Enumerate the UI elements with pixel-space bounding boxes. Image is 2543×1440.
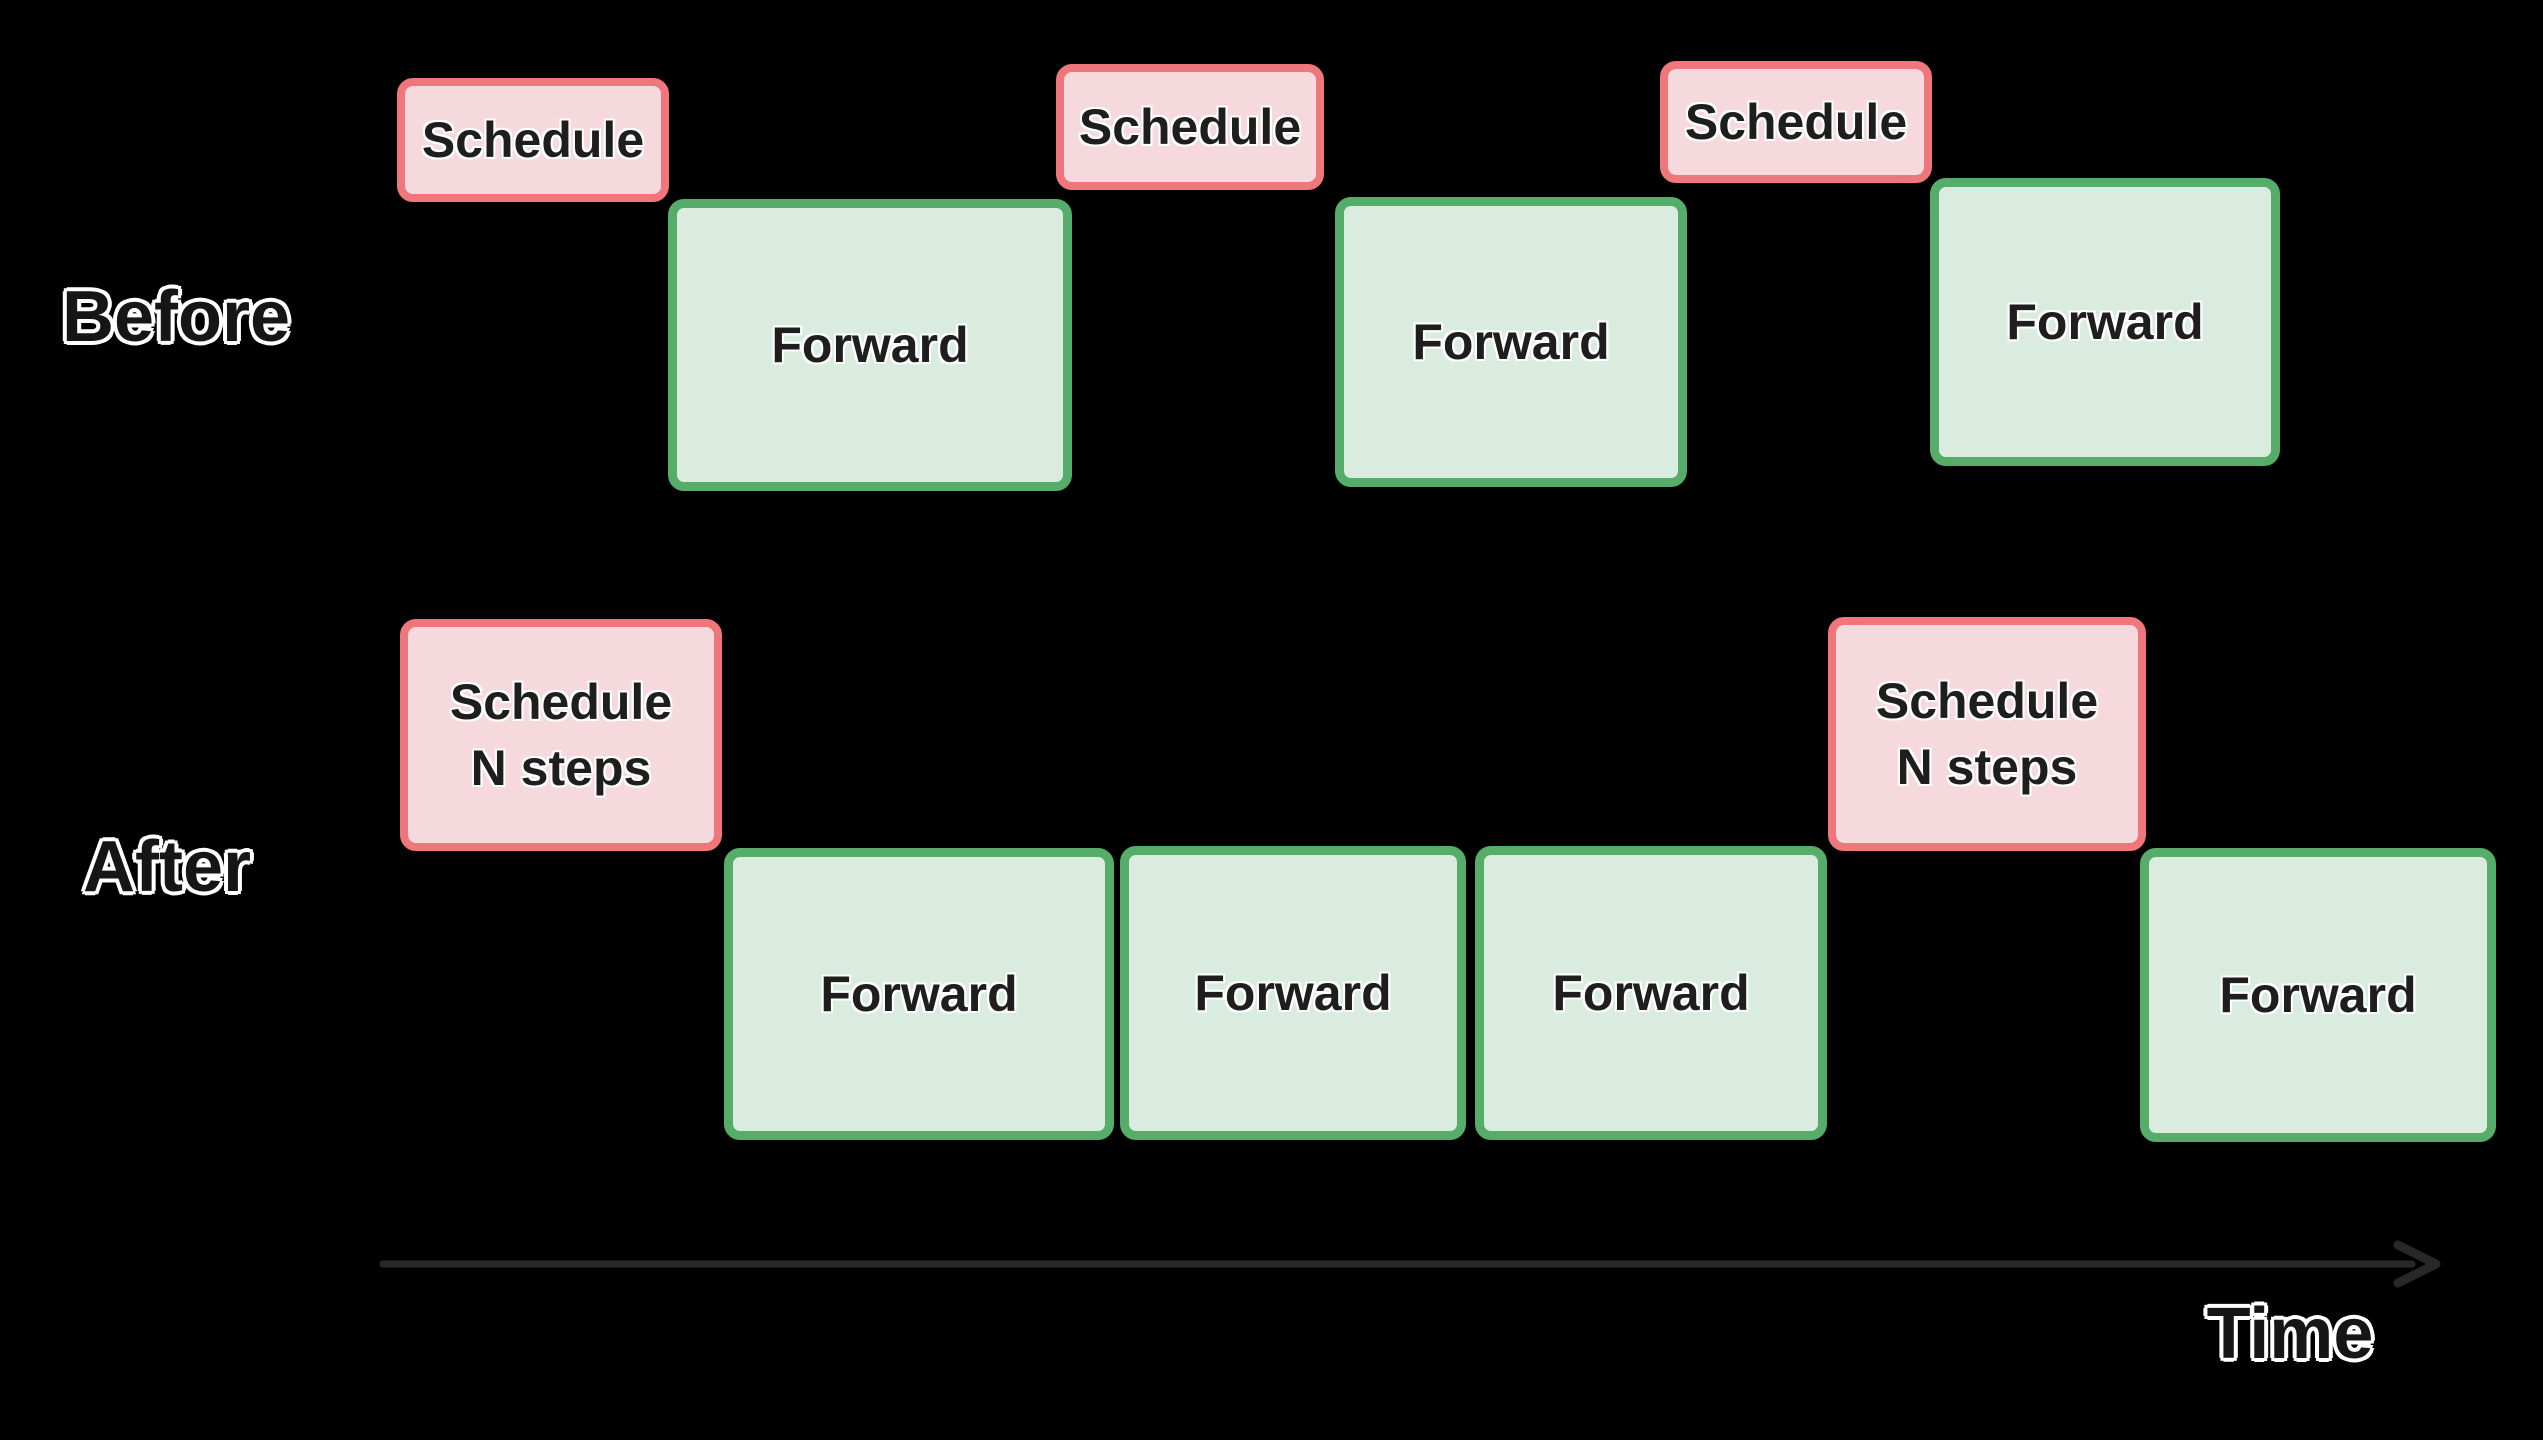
after-label: After <box>82 827 252 907</box>
box-label: Forward <box>1552 965 1750 1021</box>
box-label: Forward <box>820 966 1018 1022</box>
forward-box: Forward <box>1475 846 1827 1140</box>
box-label: Schedule <box>421 112 645 168</box>
schedule-box: Schedule <box>1660 61 1932 183</box>
forward-box: Forward <box>1335 197 1687 487</box>
box-label: Forward <box>1412 314 1610 370</box>
box-label: Schedule <box>1078 99 1302 155</box>
arrow-head-icon <box>2393 1240 2441 1288</box>
schedule-box: Schedule <box>397 78 669 202</box>
forward-box: Forward <box>1930 178 2280 466</box>
before-label: Before <box>61 277 291 357</box>
forward-box: Forward <box>724 848 1114 1140</box>
box-label: Schedule <box>1684 94 1908 150</box>
box-label: Forward <box>1194 965 1392 1021</box>
box-label: Forward <box>2219 967 2417 1023</box>
forward-box: Forward <box>1120 846 1466 1140</box>
forward-box: Forward <box>668 199 1072 491</box>
box-label: Forward <box>2006 294 2204 350</box>
time-label: Time <box>2206 1294 2374 1374</box>
forward-box: Forward <box>2140 848 2496 1142</box>
box-label: Forward <box>771 317 969 373</box>
schedule-box: Schedule <box>1056 64 1324 190</box>
